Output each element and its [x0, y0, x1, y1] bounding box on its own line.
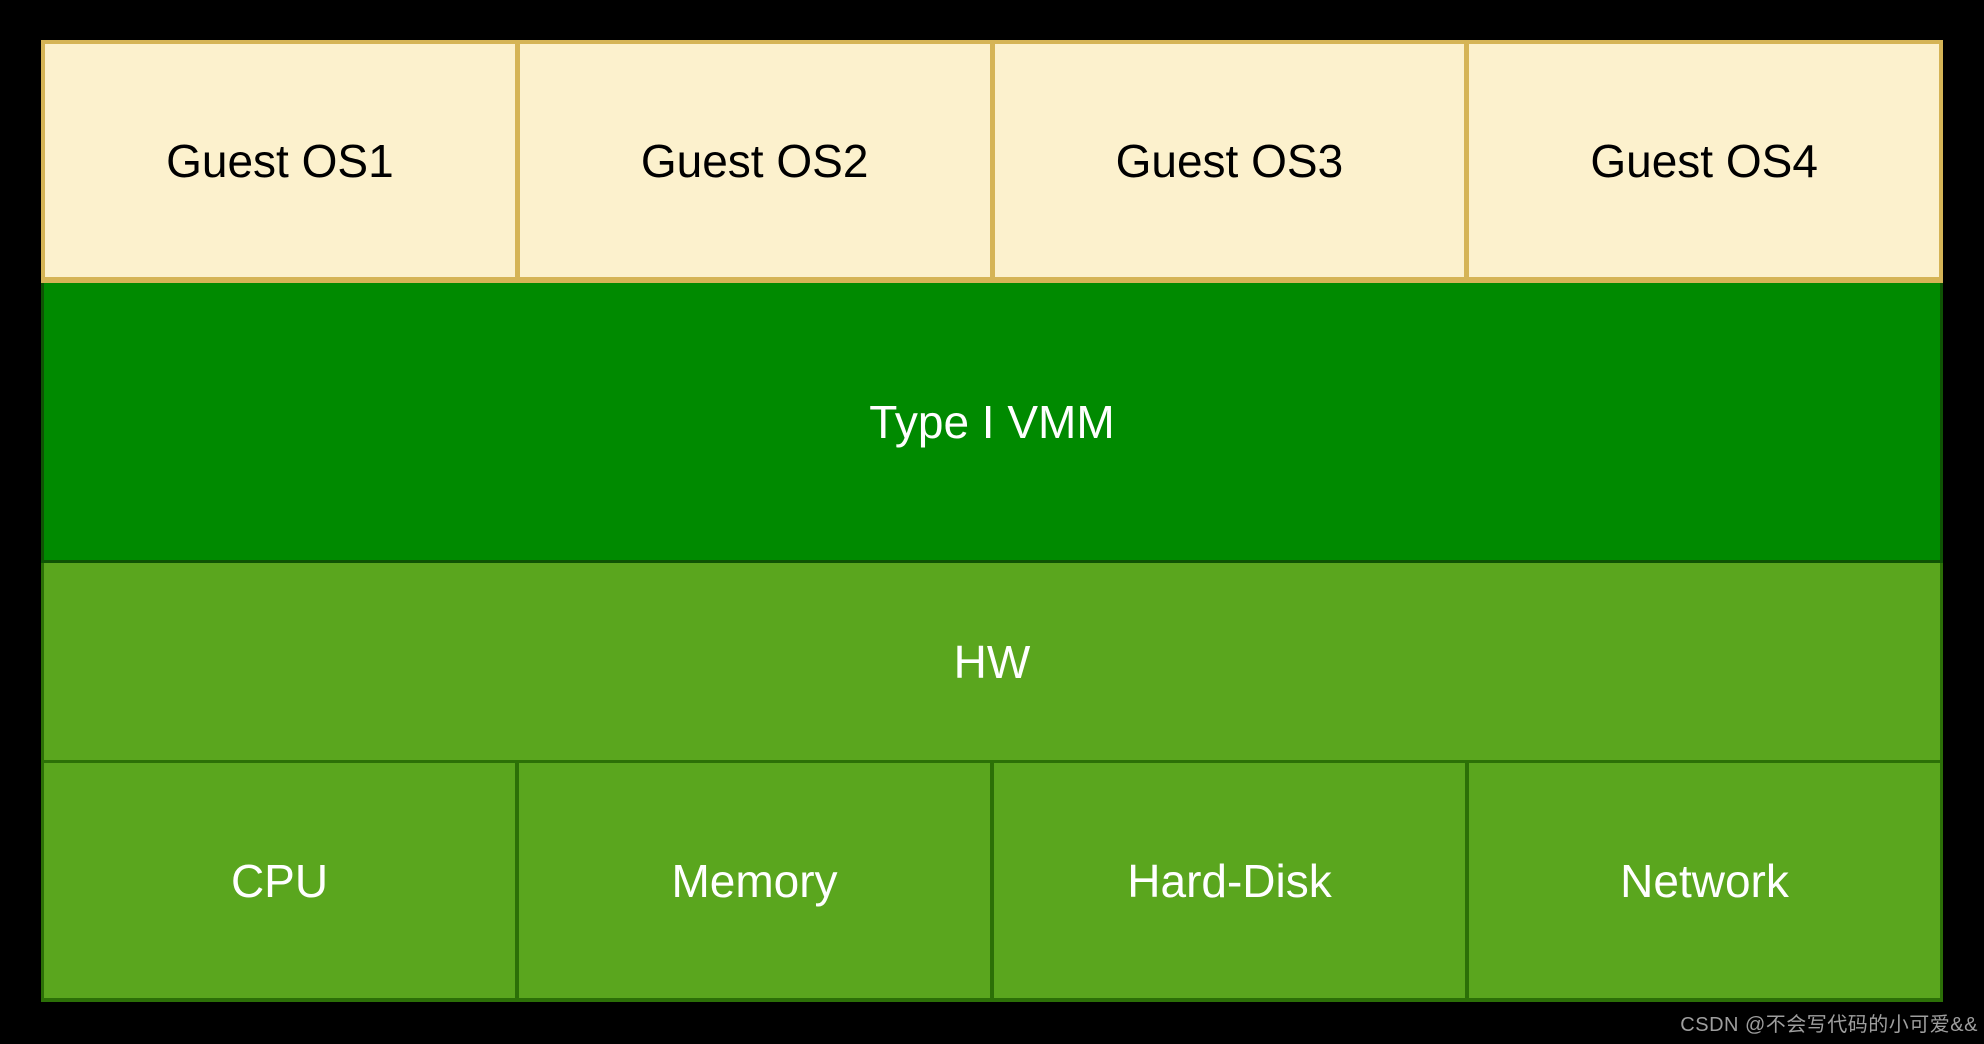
- guest-os1-label: Guest OS1: [166, 134, 394, 187]
- memory-label: Memory: [671, 854, 838, 907]
- guest-os3-label: Guest OS3: [1115, 134, 1344, 187]
- network-box: Network: [1469, 763, 1940, 998]
- hw-box: HW: [41, 563, 1943, 760]
- guest-os3-box: Guest OS3: [994, 44, 1465, 277]
- csdn-watermark: CSDN @不会写代码的小可爱&&: [1680, 1014, 1978, 1036]
- network-label: Network: [1620, 854, 1789, 907]
- hardware-row: CPU Memory Hard-Disk Network: [41, 760, 1943, 1002]
- hw-label: HW: [953, 635, 1031, 688]
- memory-box: Memory: [519, 763, 990, 998]
- guest-os4-label: Guest OS4: [1590, 134, 1818, 187]
- guest-os4-box: Guest OS4: [1469, 44, 1939, 277]
- guest-os-row: Guest OS1 Guest OS2 Guest OS3 Guest OS4: [41, 40, 1943, 283]
- hard-disk-label: Hard-Disk: [1127, 854, 1332, 907]
- cpu-label: CPU: [230, 854, 329, 907]
- guest-os2-box: Guest OS2: [519, 44, 990, 277]
- hard-disk-box: Hard-Disk: [994, 763, 1465, 998]
- guest-os2-label: Guest OS2: [640, 134, 869, 187]
- type1-vmm-box: Type I VMM: [41, 283, 1943, 563]
- vmm-architecture-diagram: Guest OS1 Guest OS2 Guest OS3 Guest OS4 …: [41, 40, 1943, 1002]
- cpu-box: CPU: [44, 763, 515, 998]
- type1-vmm-label: Type I VMM: [869, 395, 1115, 448]
- guest-os1-box: Guest OS1: [45, 44, 515, 277]
